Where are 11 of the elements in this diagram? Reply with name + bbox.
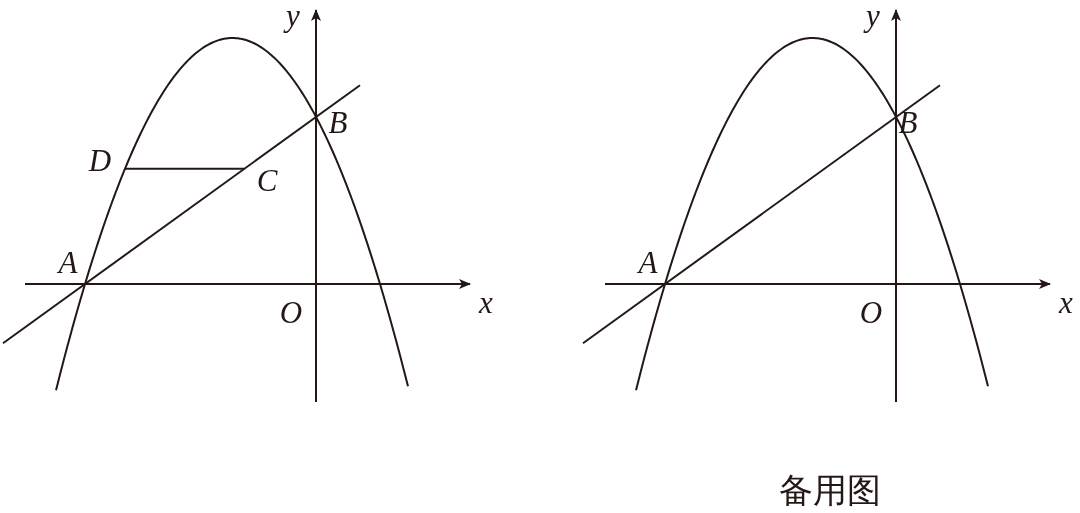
- point-label: B: [328, 106, 348, 138]
- origin-label: O: [859, 296, 883, 328]
- origin-label: O: [279, 296, 303, 328]
- axis-label: x: [1059, 286, 1073, 318]
- point-label: C: [256, 164, 278, 196]
- point-label: B: [898, 106, 918, 138]
- point-label: D: [88, 144, 112, 176]
- axis-label: x: [479, 286, 493, 318]
- caption: 备用图: [779, 473, 881, 507]
- point-label: A: [638, 246, 658, 278]
- point-label: A: [58, 246, 78, 278]
